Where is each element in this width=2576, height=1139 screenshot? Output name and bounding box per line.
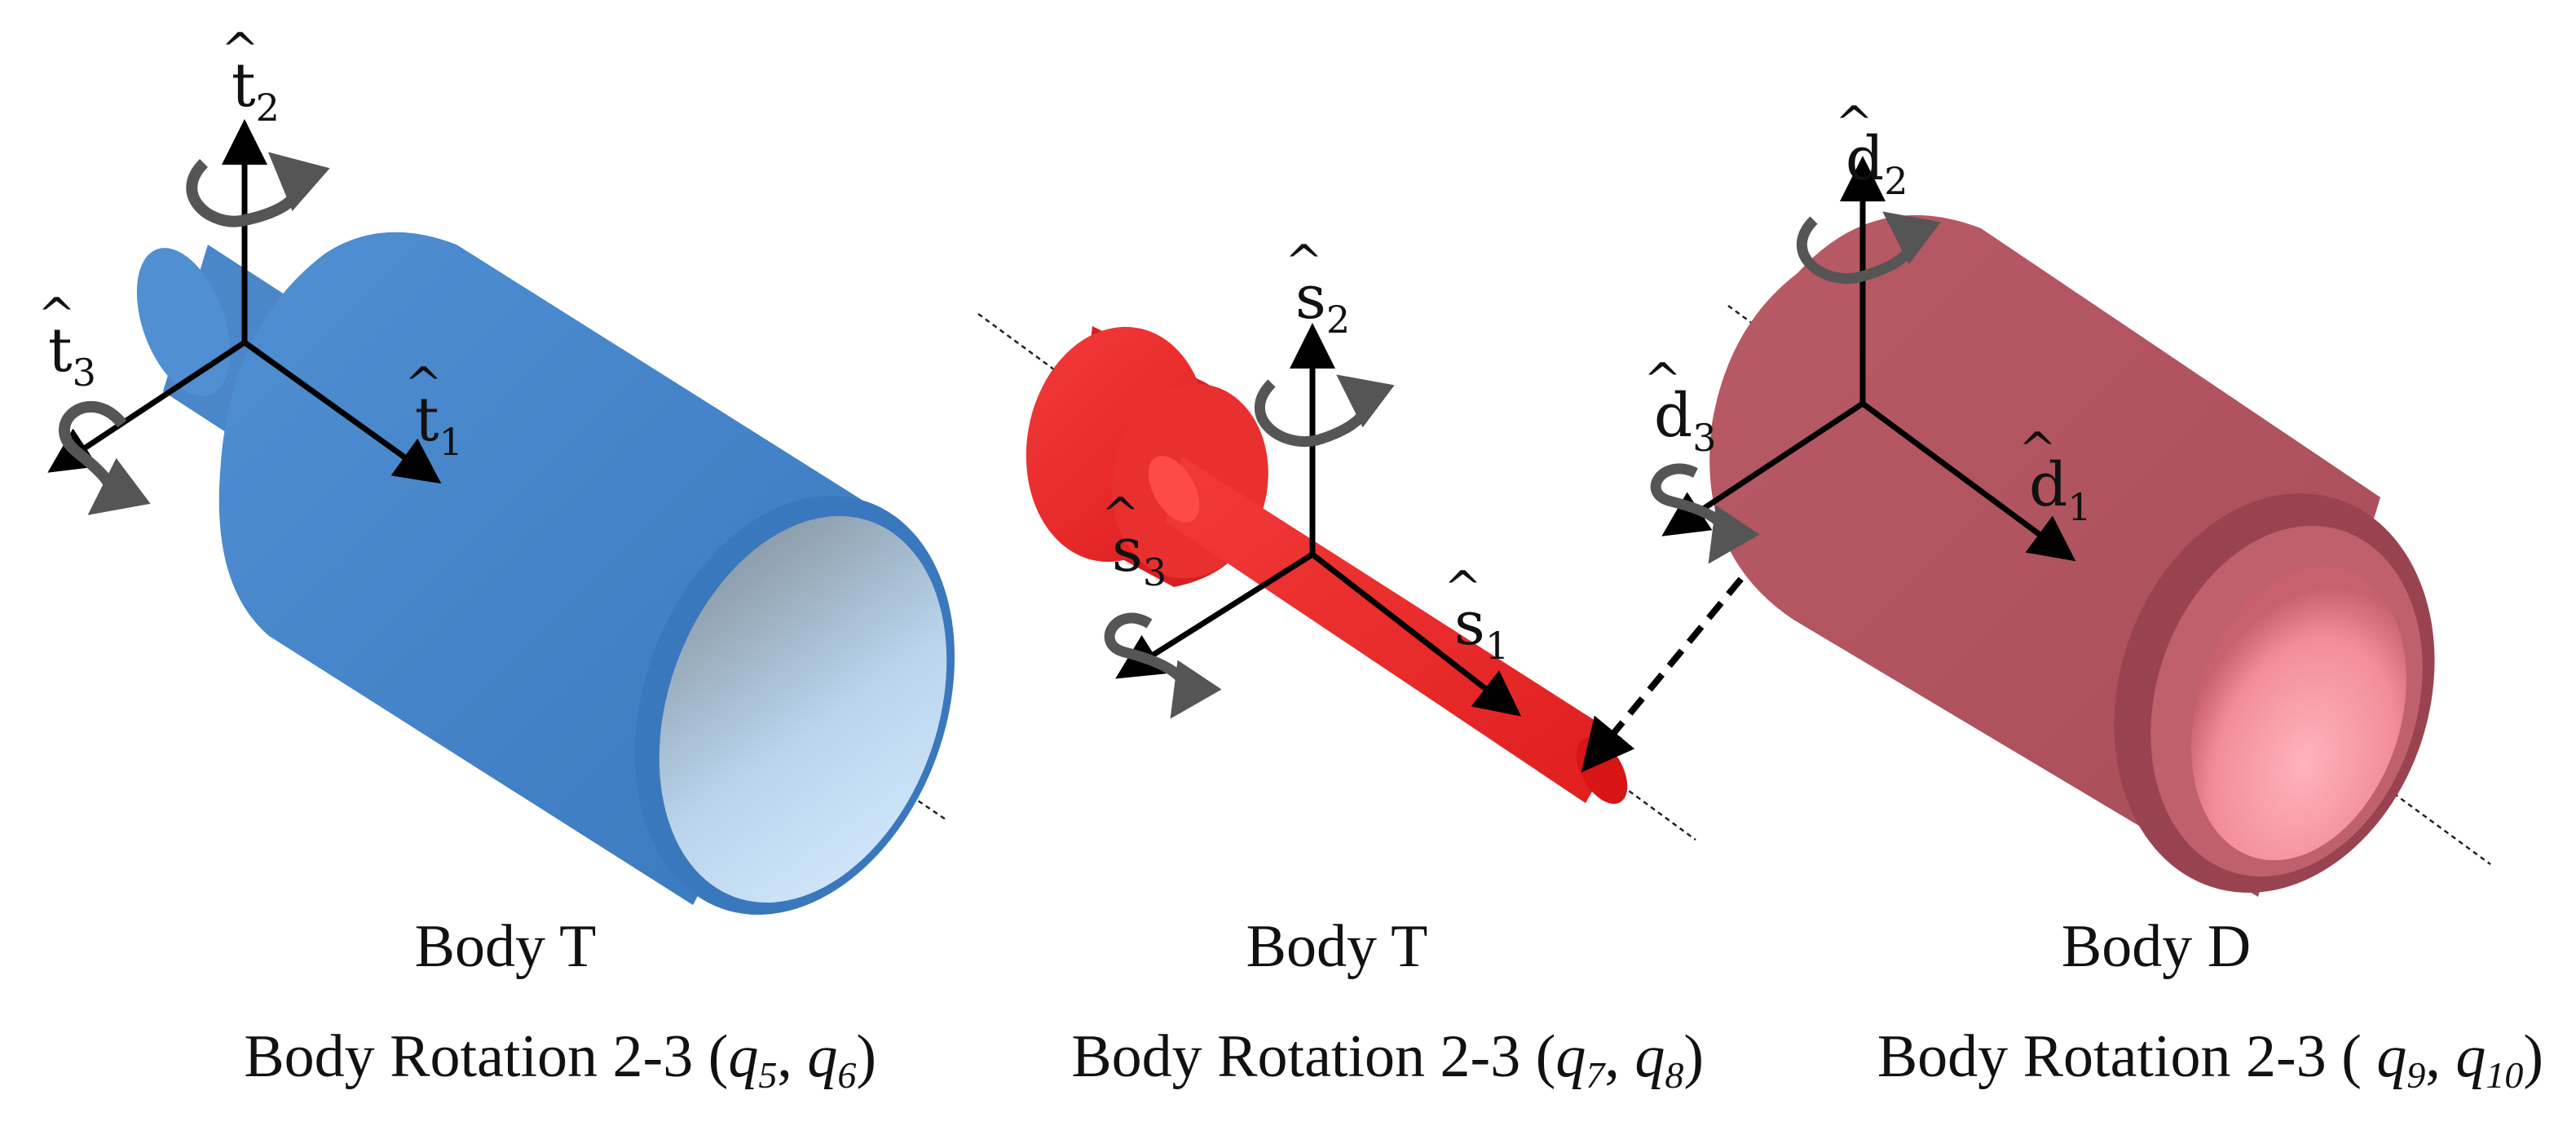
body-name-1: Body T — [415, 913, 597, 980]
rotation-caption-1: Body Rotation 2-3 (q5, q6) — [244, 1023, 876, 1096]
body-name-3: Body D — [2062, 913, 2251, 980]
rotation-arrow-icon — [1797, 211, 1941, 284]
axis-label-t2: ^t2 — [221, 24, 280, 130]
axis-s3-arrow — [1115, 552, 1314, 679]
rotation-caption-3: Body Rotation 2-3 ( q9, q10) — [1877, 1023, 2543, 1096]
axis-label-d1: ^d1 — [2018, 423, 2092, 529]
axis-label-t3: ^t3 — [37, 289, 96, 395]
axis-label-d3: ^d3 — [1643, 354, 1717, 460]
main-cylinder — [218, 232, 955, 915]
rotation-caption-2: Body Rotation 2-3 (q7, q8) — [1071, 1023, 1704, 1096]
axis-label-s2: ^s2 — [1285, 236, 1350, 342]
body-d-rose: ^d1 ^d2 ^d3 — [1643, 97, 2491, 897]
axis-label-s1: ^s1 — [1444, 562, 1509, 668]
rotation-arrow-icon — [1255, 374, 1395, 447]
rod — [1148, 456, 1628, 804]
axis-t1-arrow — [242, 340, 442, 484]
body-t-blue: ^t1 ^t2 ^t3 — [37, 24, 955, 915]
hollow-cylinder — [1709, 214, 2435, 897]
axis-t3-arrow — [47, 340, 246, 473]
axis-s1-arrow — [1310, 552, 1522, 717]
axis-label-d2: ^d2 — [1835, 97, 1908, 203]
axis-d1-arrow — [1860, 401, 2076, 562]
rotation-arrow-icon — [186, 152, 330, 227]
rotation-arrow-icon — [1104, 612, 1222, 719]
rotation-arrow-icon — [1650, 463, 1760, 564]
hat: ^ — [404, 358, 443, 411]
axis-label-s3: ^s3 — [1101, 488, 1167, 594]
captions: Body T Body T Body D Body Rotation 2-3 (… — [244, 913, 2543, 1096]
axis-label-t1: ^t1 — [404, 358, 463, 464]
body-t-red: ^s1 ^s2 ^s3 — [977, 236, 1696, 841]
body-name-2: Body T — [1246, 913, 1428, 980]
rotation-arrow-icon — [59, 401, 151, 515]
